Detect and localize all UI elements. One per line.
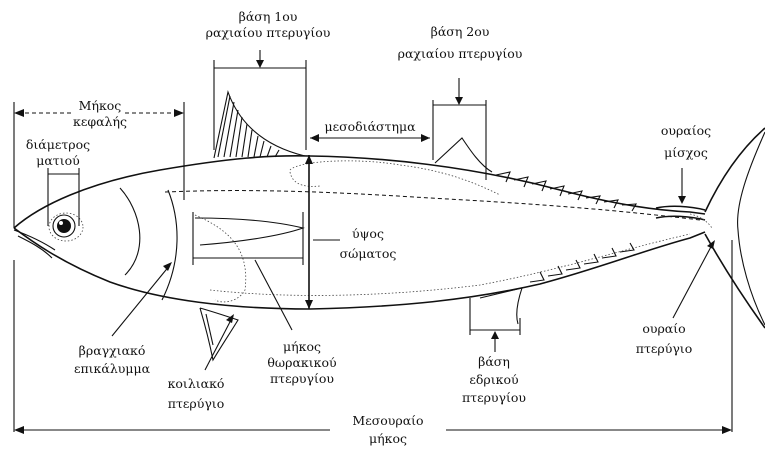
label-first-dorsal-base-2: ραχιαίου πτερυγίου [206, 25, 331, 40]
label-body-depth-2: σώματος [340, 246, 397, 261]
eye [49, 213, 83, 241]
label-second-dorsal-base-1: βάση 2ου [431, 24, 490, 39]
label-gill-cover-2: επικάλυμμα [74, 361, 151, 376]
label-head-length-2: κεφαλής [73, 114, 127, 129]
body-depth-measure [305, 155, 340, 309]
label-caudal-fin-1: ουραίο [642, 321, 685, 336]
pointer-lines [112, 240, 715, 370]
label-second-dorsal-base-2: ραχιαίου πτερυγίου [398, 46, 523, 61]
label-pectoral-length-3: πτερυγίου [270, 371, 334, 386]
second-dorsal-base-measure [433, 78, 486, 180]
label-body-depth-1: ύψος [352, 226, 384, 241]
label-pelvic-fin-2: πτερύγιο [168, 396, 224, 411]
interdorsal-measure [310, 134, 430, 142]
label-anal-fin-base-3: πτερυγίου [462, 390, 526, 405]
anal-fin [480, 288, 522, 324]
pectoral-fin [195, 218, 303, 245]
label-anal-fin-base-1: βάση [478, 354, 510, 369]
label-first-dorsal-base-1: βάση 1ου [239, 9, 298, 24]
label-pelvic-fin-1: κοιλιακό [168, 376, 225, 391]
label-interdorsal: μεσοδιάστημα [324, 119, 416, 134]
label-head-length-1: Μήκος [79, 98, 122, 113]
label-gill-cover-1: βραγχιακό [79, 343, 146, 358]
anal-fin-base-measure [470, 298, 520, 352]
label-caudal-peduncle-1: ουραίος [661, 123, 711, 138]
label-eye-diameter-2: ματιού [36, 153, 80, 168]
label-caudal-peduncle-2: μίσχος [664, 145, 708, 160]
label-eye-diameter-1: διάμετρος [26, 137, 90, 152]
label-pectoral-length-1: μήκος [283, 339, 321, 354]
caudal-peduncle-measure [678, 168, 686, 204]
label-pectoral-length-2: θωρακικού [267, 355, 336, 370]
first-dorsal-fin [214, 92, 305, 158]
label-caudal-fin-2: πτερύγιο [636, 341, 692, 356]
caudal-fin [705, 128, 765, 328]
fork-length-measure [14, 240, 732, 434]
label-anal-fin-base-2: εδρικού [469, 372, 518, 387]
pectoral-length-measure [193, 212, 303, 330]
labels: Μήκος κεφαλής διάμετρος ματιού βάση 1ου … [26, 9, 711, 446]
label-fork-length-1: Μεσουραίο [352, 413, 423, 428]
label-fork-length-2: μήκος [369, 431, 407, 446]
ventral-finlets [530, 243, 634, 282]
